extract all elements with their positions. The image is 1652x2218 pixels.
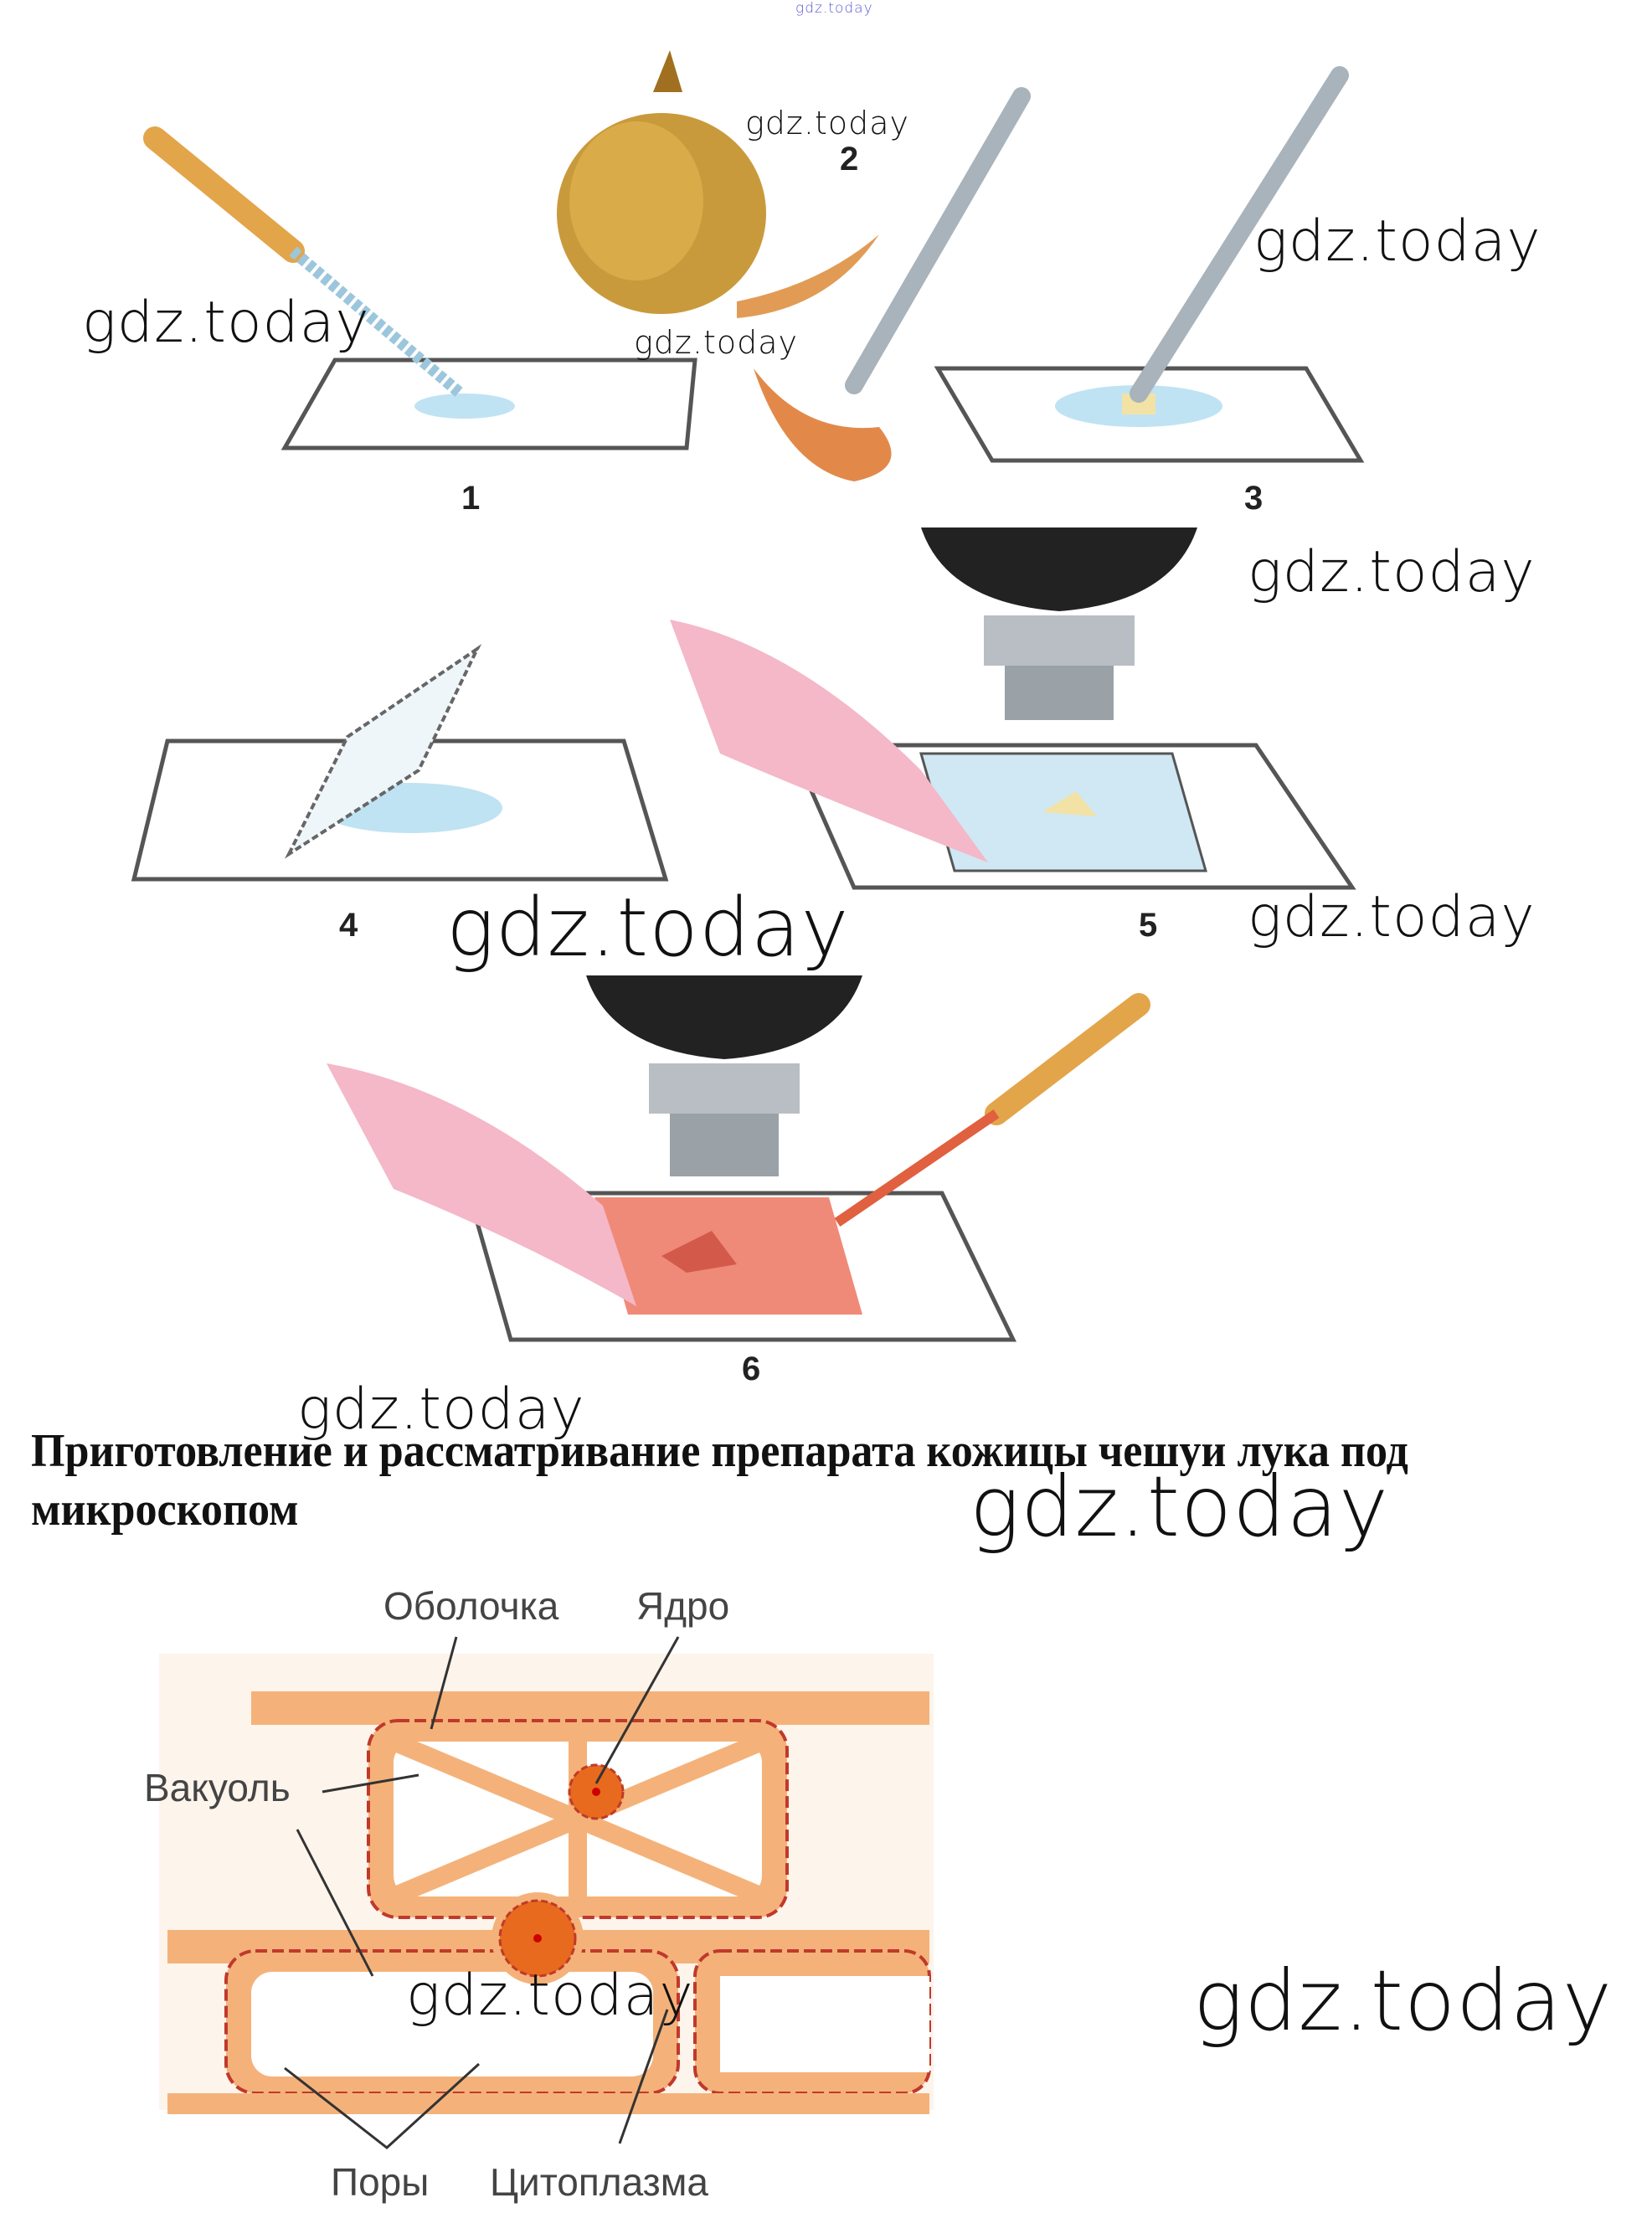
watermark: gdz.today [970, 1458, 1390, 1556]
label-nucleus: Ядро [636, 1584, 730, 1628]
watermark: gdz.today [446, 881, 850, 975]
slide-step-3 [934, 366, 1365, 463]
pipette-step-2 [845, 87, 1031, 394]
label-vacuole: Вакуоль [144, 1766, 291, 1809]
caption-line-2: микроскопом [31, 1484, 299, 1536]
slide-step-5 [670, 620, 1356, 890]
caption-line-1: Приготовление и рассматривание препарата… [31, 1425, 1408, 1477]
watermark: gdz.today [406, 1963, 694, 2029]
slide-step-1 [280, 358, 697, 450]
onion-cell-diagram [159, 1636, 934, 2149]
microscope-objective-step-5 [921, 527, 1197, 720]
step-number-6: 6 [742, 1351, 761, 1387]
label-membrane: Оболочка [383, 1584, 559, 1628]
step-number-5: 5 [1139, 907, 1158, 944]
step-number-1: 1 [461, 480, 481, 517]
watermark: gdz.today [1193, 1952, 1613, 2050]
slide-step-4 [131, 644, 669, 882]
watermark: gdz.today [82, 290, 370, 356]
step-number-2: 2 [840, 141, 859, 178]
label-pores: Поры [331, 2160, 430, 2204]
onion-image [557, 50, 892, 481]
watermark: gdz.today [795, 0, 873, 17]
watermark: gdz.today [1248, 884, 1536, 950]
label-cytoplasm: Цитоплазма [490, 2160, 708, 2204]
watermark: gdz.today [634, 324, 798, 361]
slide-step-6 [327, 993, 1150, 1342]
pipette-step-1 [143, 126, 465, 399]
microscope-objective-step-6 [586, 975, 862, 1176]
pipette-step-3 [1130, 66, 1349, 403]
watermark: gdz.today [1248, 539, 1536, 605]
step-number-4: 4 [339, 907, 358, 944]
step-number-3: 3 [1244, 480, 1263, 517]
watermark: gdz.today [297, 1377, 585, 1443]
watermark: gdz.today [745, 105, 909, 142]
watermark: gdz.today [1253, 208, 1541, 275]
